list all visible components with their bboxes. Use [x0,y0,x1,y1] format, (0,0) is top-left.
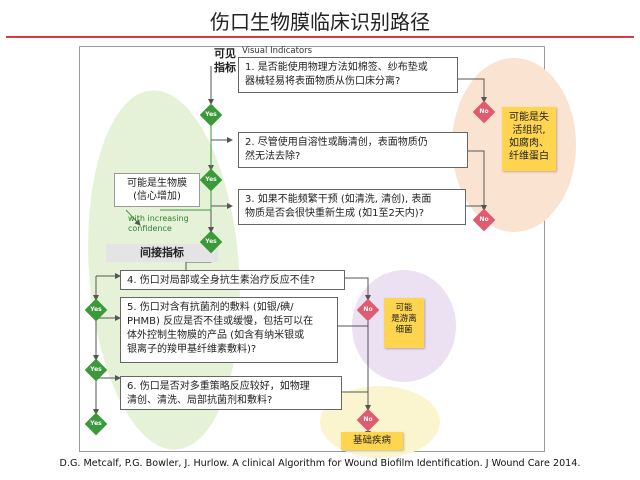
visible-indicators-label: 可见 指标 [214,47,236,74]
yes-label-1: Yes [205,111,217,118]
yes-label-4: Yes [90,306,102,313]
possible-biofilm-box: 可能是生物膜 (信心增加) [114,173,200,207]
indirect-indicators-label: 间接指标 [106,244,218,262]
step-3-box: 3. 如果不能频繁干预 (如清洗, 清创), 表面 物质是否会很快重新生成 (如… [238,189,466,225]
non-viable-tissue-note: 可能是失 活组织, 如腐肉、 纤维蛋白 [502,107,556,171]
increasing-confidence-text: with increasing confidence [128,214,189,233]
underlying-disease-note: 基础疾病 [341,432,403,450]
step-6-box: 6. 伤口是否对多重策略反应较好，如物理 清创、清洗、局部抗菌剂和敷料? [120,376,342,410]
page-title: 伤口生物膜临床识别路径 [210,10,430,34]
step-1-box: 1. 是否能使用物理方法如棉签、纱布垫或 器械轻易将表面物质从伤口床分离? [238,57,458,93]
no-label-3: No [363,306,373,313]
visual-indicators-header: Visual Indicators [242,46,313,56]
step-2-box: 2. 尽管使用自溶性或酶清创，表面物质仍 然无法去除? [238,132,468,168]
yes-label-6: Yes [90,420,102,427]
step-5-box: 5. 伤口对含有抗菌剂的敷料 (如银/碘/ PHMB) 反应是否不佳或缓慢，包括… [120,297,338,363]
yes-label-3: Yes [205,238,217,245]
no-label-1: No [479,108,489,115]
title-divider [6,36,634,38]
step-4-box: 4. 伤口对局部或全身抗生素治疗反应不佳? [120,270,345,290]
yes-label-5: Yes [90,366,102,373]
citation: D.G. Metcalf, P.G. Bowler, J. Hurlow. A … [59,458,581,469]
planktonic-bacteria-note: 可能 是游离 细菌 [384,298,424,348]
yes-label-2: Yes [205,176,217,183]
no-label-4: No [363,416,373,423]
no-label-2: No [479,216,489,223]
